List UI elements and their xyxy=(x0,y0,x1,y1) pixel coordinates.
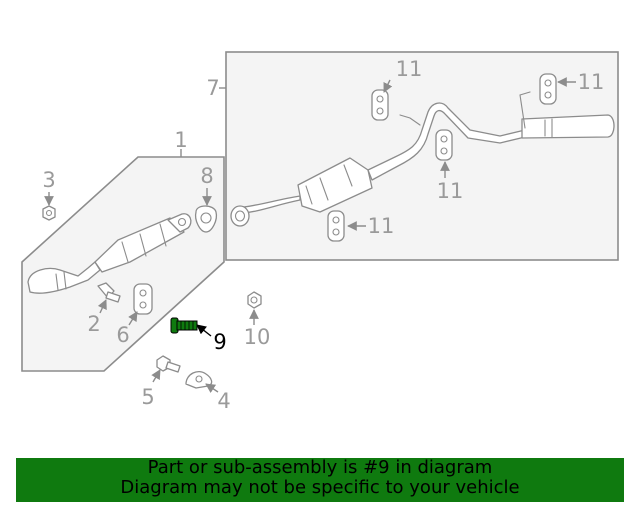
part-info-banner: Part or sub-assembly is #9 in diagram Di… xyxy=(16,458,624,502)
banner-line-1: Part or sub-assembly is #9 in diagram xyxy=(147,457,493,478)
hanger-insulator-top-left xyxy=(371,89,389,121)
hanger-insulator-bottom xyxy=(327,210,345,242)
callout-11-bottom: 11 xyxy=(368,214,395,238)
callout-1: 1 xyxy=(174,128,187,152)
callout-9[interactable]: 9 xyxy=(213,330,226,354)
callout-3: 3 xyxy=(42,168,55,192)
hanger-insulator-top-right xyxy=(539,73,557,105)
rear-pipe-assembly-box xyxy=(219,51,619,261)
insulator-part-6 xyxy=(133,283,153,315)
rear-exhaust-pipe xyxy=(230,91,615,227)
callout-10: 10 xyxy=(244,325,271,349)
callout-2: 2 xyxy=(87,312,100,336)
hanger-insulator-middle xyxy=(435,129,453,161)
nut-part-10 xyxy=(247,291,262,309)
bolt-part-5 xyxy=(156,355,181,373)
callout-11-top-right: 11 xyxy=(578,70,605,94)
callout-11-middle: 11 xyxy=(437,179,464,203)
callout-7: 7 xyxy=(206,76,219,100)
callout-6: 6 xyxy=(116,323,129,347)
banner-line-2: Diagram may not be specific to your vehi… xyxy=(120,477,520,498)
leader-lines xyxy=(44,77,576,393)
bolt-part-9[interactable] xyxy=(170,317,198,334)
stud-part-2 xyxy=(97,282,121,303)
front-exhaust-pipe xyxy=(27,213,192,294)
callout-8: 8 xyxy=(200,164,213,188)
gasket-part-8 xyxy=(194,205,218,233)
callout-5: 5 xyxy=(141,385,154,409)
nut-part-3 xyxy=(42,205,56,221)
exhaust-parts-diagram: 1 2 3 4 5 6 7 8 9 10 11 11 11 11 xyxy=(21,51,619,413)
callout-4: 4 xyxy=(217,389,230,413)
callout-11-top-left: 11 xyxy=(396,57,423,81)
